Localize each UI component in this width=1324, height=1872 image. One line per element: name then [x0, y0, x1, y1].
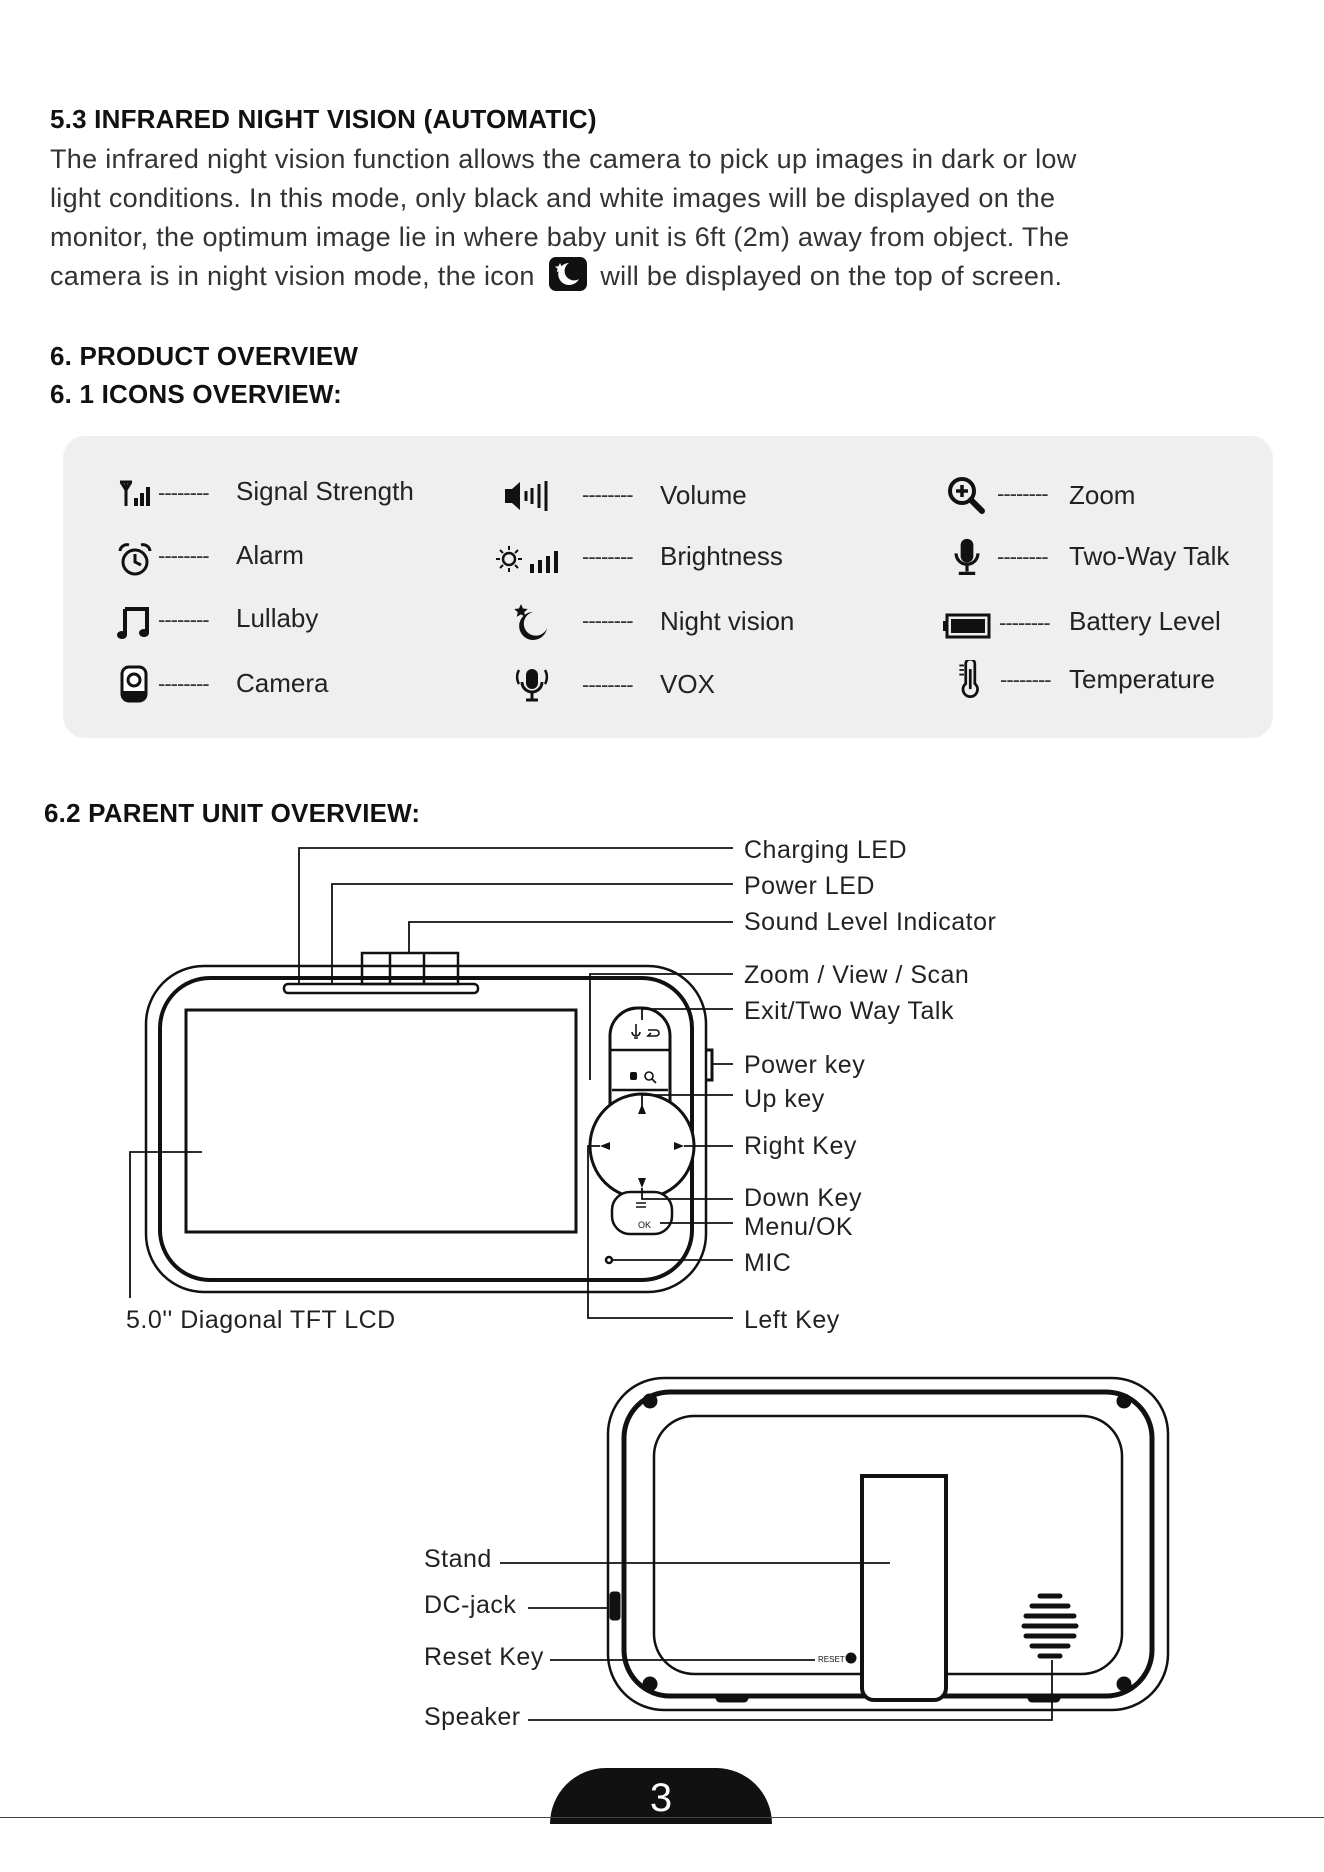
microphone-icon [954, 538, 980, 575]
lcd-screen [184, 1008, 578, 1234]
paragraph-line-after: will be displayed on the top of screen. [600, 261, 1063, 291]
callout-lcd-size: 5.0'' Diagonal TFT LCD [126, 1306, 396, 1334]
night-vision-inline-icon [548, 257, 587, 291]
paragraph-line-before: camera is in night vision mode, the icon [50, 261, 535, 291]
icon-label-zoom: Zoom [1069, 480, 1136, 510]
callout-power-led: Power LED [744, 872, 875, 900]
dash-leader: -------- [997, 481, 1049, 506]
callout-power-key: Power key [744, 1051, 866, 1079]
dash-leader: -------- [999, 610, 1051, 635]
icon-label-night-vision: Night vision [660, 606, 795, 636]
icon-label-brightness: Brightness [660, 541, 783, 571]
battery-icon [943, 613, 991, 639]
section-6-2-title: 6.2 PARENT UNIT OVERVIEW: [44, 798, 421, 828]
reset-label-text: RESET [818, 1655, 845, 1664]
thermometer-icon [959, 660, 979, 698]
icon-label-lullaby: Lullaby [236, 603, 319, 633]
dash-leader: -------- [582, 544, 634, 569]
callout-sound-level-indicator: Sound Level Indicator [744, 908, 997, 936]
stand [860, 1474, 948, 1702]
paragraph-line: light conditions. In this mode, only bla… [50, 183, 1056, 213]
paragraph-line: The infrared night vision function allow… [50, 144, 1077, 174]
callout-right-key: Right Key [744, 1132, 857, 1160]
dc-jack [609, 1591, 621, 1621]
callout-up-key: Up key [744, 1085, 825, 1113]
paragraph-line: camera is in night vision mode, the icon… [50, 257, 1290, 296]
signal-strength-icon [119, 480, 150, 506]
icons-overview-panel [63, 436, 1273, 738]
dash-leader: -------- [158, 607, 210, 632]
footer-rule [0, 1817, 1324, 1818]
callout-zoom-view-scan: Zoom / View / Scan [744, 961, 970, 989]
icon-label-battery-level: Battery Level [1069, 606, 1221, 636]
reset-key [845, 1652, 857, 1664]
dash-leader: -------- [1000, 667, 1052, 692]
icon-label-alarm: Alarm [236, 540, 304, 570]
ok-button-text: OK [638, 1220, 651, 1230]
night-vision-icon [514, 604, 547, 640]
top-led-strip [282, 982, 480, 995]
callout-reset-key: Reset Key [424, 1643, 544, 1671]
icon-label-camera: Camera [236, 668, 329, 698]
power-key [706, 1048, 714, 1082]
section-6-1-title: 6. 1 ICONS OVERVIEW: [50, 379, 343, 409]
icon-label-vox: VOX [660, 669, 715, 699]
callout-stand: Stand [424, 1545, 492, 1573]
dash-leader: -------- [582, 608, 634, 633]
parent-unit-diagram: OK [129, 847, 733, 1319]
icon-label-two-way-talk: Two-Way Talk [1069, 541, 1230, 571]
mic-hole [604, 1255, 614, 1265]
page-number: 3 [550, 1768, 772, 1824]
section-5-3-body: The infrared night vision function allow… [50, 140, 1290, 296]
dash-leader: -------- [158, 543, 210, 568]
callout-exit-two-way-talk: Exit/Two Way Talk [744, 997, 954, 1025]
dash-leader: -------- [158, 671, 210, 696]
callout-menu-ok: Menu/OK [744, 1213, 854, 1241]
icon-label-volume: Volume [660, 480, 747, 510]
paragraph-line: monitor, the optimum image lie in where … [50, 222, 1070, 252]
callout-charging-led: Charging LED [744, 836, 908, 864]
section-5-3-title: 5.3 INFRARED NIGHT VISION (AUTOMATIC) [50, 104, 597, 134]
volume-icon [505, 481, 548, 511]
sound-level-indicator [360, 951, 460, 986]
brightness-icon [496, 546, 558, 573]
back-outer-shell [606, 1376, 1170, 1712]
speaker-grille [1021, 1593, 1079, 1659]
zoom-icon [948, 477, 985, 514]
dash-leader: -------- [582, 672, 634, 697]
parent-unit-outer-shell [144, 964, 708, 1294]
camera-icon [120, 665, 148, 703]
callout-speaker: Speaker [424, 1703, 521, 1731]
vox-icon [515, 669, 549, 702]
dash-leader: -------- [158, 480, 210, 505]
callout-left-key: Left Key [744, 1306, 840, 1334]
dash-leader: -------- [582, 482, 634, 507]
alarm-icon [118, 543, 152, 576]
callout-dc-jack: DC-jack [424, 1591, 517, 1619]
callout-mic: MIC [744, 1249, 792, 1277]
section-6-title: 6. PRODUCT OVERVIEW [50, 341, 359, 371]
back-view-diagram: RESET [500, 1376, 1170, 1721]
icon-label-signal-strength: Signal Strength [236, 476, 414, 506]
lullaby-icon [117, 607, 149, 639]
callout-down-key: Down Key [744, 1184, 862, 1212]
icon-label-temperature: Temperature [1069, 664, 1215, 694]
dash-leader: -------- [997, 544, 1049, 569]
